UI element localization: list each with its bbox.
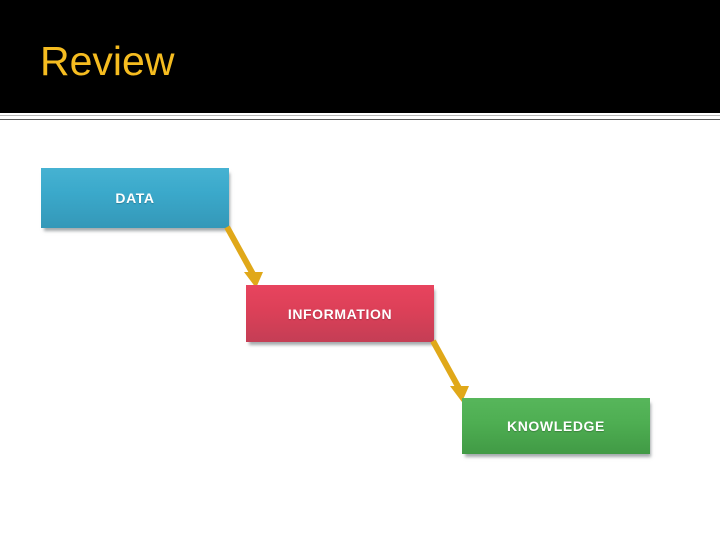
flow-step-data[interactable]: DATA	[41, 168, 229, 228]
flow-step-data-label: DATA	[115, 190, 155, 206]
flow-step-knowledge[interactable]: KNOWLEDGE	[462, 398, 650, 454]
title-header-band	[0, 0, 720, 113]
flow-step-information[interactable]: INFORMATION	[246, 285, 434, 342]
arrow-down-right-icon-information-to-knowledge	[430, 339, 469, 402]
page-title: Review	[40, 38, 175, 84]
flow-step-information-label: INFORMATION	[287, 305, 393, 322]
arrow-down-right-icon-data-to-information	[224, 225, 263, 288]
flow-step-knowledge-label: KNOWLEDGE	[507, 418, 605, 434]
header-divider	[0, 115, 720, 120]
